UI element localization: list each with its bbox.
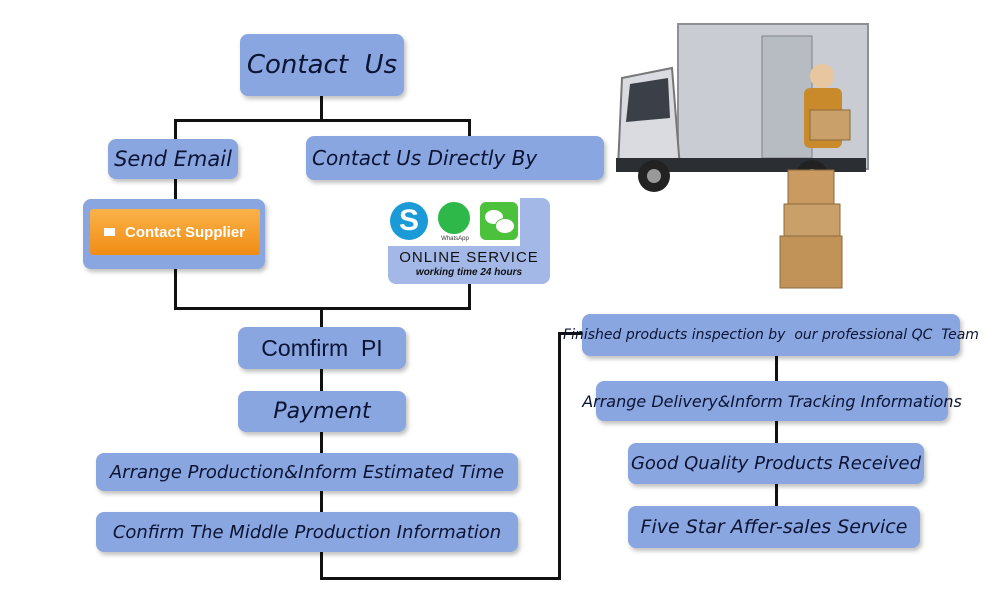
messenger-icons: S WhatsApp [388, 198, 520, 246]
arrange-delivery-label: Arrange Delivery&Inform Tracking Informa… [582, 391, 962, 411]
connector [174, 268, 177, 309]
contact-supplier-button[interactable]: Contact Supplier [90, 209, 260, 255]
send-email-label: Send Email [114, 147, 232, 171]
connector [320, 307, 323, 327]
contact-directly-box: Contact Us Directly By [306, 136, 604, 180]
connector [775, 420, 778, 444]
connector [174, 119, 177, 139]
contact-supplier-label: Contact Supplier [125, 223, 246, 241]
contact-directly-label: Contact Us Directly By [312, 146, 538, 170]
connector [468, 283, 471, 309]
send-email-box: Send Email [108, 139, 238, 179]
contact-us-box: Contact Us [240, 34, 404, 96]
online-service-panel[interactable]: S WhatsApp ONLINE SERVICE working time 2… [388, 198, 550, 284]
connector [320, 577, 560, 580]
confirm-pi-box: Comfirm PI [238, 327, 406, 369]
mail-icon [104, 228, 115, 236]
connector [320, 552, 323, 579]
connector [174, 119, 470, 122]
connector [320, 490, 323, 512]
arrange-production-label: Arrange Production&Inform Estimated Time [109, 461, 505, 483]
wechat-icon [480, 202, 518, 240]
payment-label: Payment [273, 399, 371, 424]
connector [320, 368, 323, 392]
qc-inspection-box: Finished products inspection by our prof… [563, 314, 979, 356]
connector [320, 431, 323, 453]
arrange-delivery-box: Arrange Delivery&Inform Tracking Informa… [582, 381, 962, 421]
products-received-label: Good Quality Products Received [630, 453, 922, 474]
online-service-label: ONLINE SERVICE [399, 249, 539, 266]
products-received-box: Good Quality Products Received [628, 443, 924, 484]
payment-box: Payment [238, 391, 406, 432]
connector [775, 356, 778, 382]
connector [775, 483, 778, 507]
arrange-production-box: Arrange Production&Inform Estimated Time [96, 453, 518, 491]
skype-icon: S [390, 202, 428, 240]
connector [320, 95, 323, 121]
confirm-pi-label: Comfirm PI [261, 334, 383, 361]
after-sales-box: Five Star Affer-sales Service [628, 506, 920, 548]
delivery-truck-illustration [616, 23, 869, 289]
middle-production-label: Confirm The Middle Production Informatio… [112, 521, 502, 543]
working-time-label: working time 24 hours [415, 267, 523, 278]
connector [174, 178, 177, 200]
whatsapp-label: WhatsApp [441, 236, 469, 242]
whatsapp-icon [436, 200, 472, 236]
contact-us-label: Contact Us [246, 50, 398, 80]
connector [558, 332, 584, 335]
after-sales-label: Five Star Affer-sales Service [640, 516, 908, 538]
qc-inspection-label: Finished products inspection by our prof… [563, 327, 979, 343]
connector [468, 119, 471, 139]
middle-production-box: Confirm The Middle Production Informatio… [96, 512, 518, 552]
connector [558, 332, 561, 580]
